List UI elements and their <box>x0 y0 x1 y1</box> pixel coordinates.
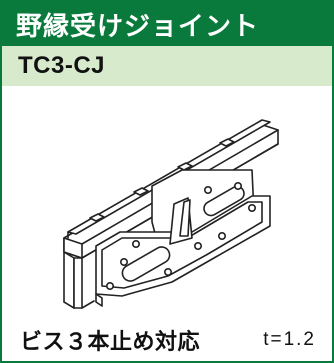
thickness-label: t=1.2 <box>263 329 316 350</box>
title-bar: 野縁受けジョイント <box>2 2 332 46</box>
product-code: TC3-CJ <box>18 52 106 79</box>
feature-label: ビス３本止め対応 <box>20 330 201 355</box>
footer: ビス３本止め対応 t=1.2 <box>2 320 332 360</box>
product-code-bar: TC3-CJ <box>2 46 332 86</box>
joint-bracket-illustration <box>2 86 332 316</box>
product-title: 野縁受けジョイント <box>16 11 260 42</box>
joint-bracket-icon <box>63 119 279 309</box>
